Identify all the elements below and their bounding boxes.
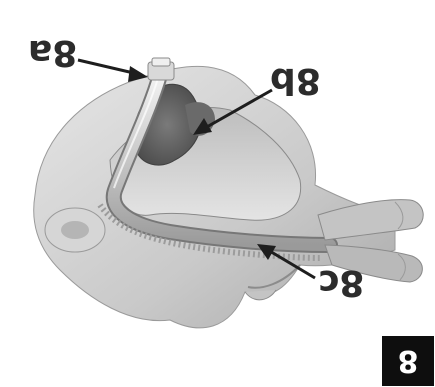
callout-label-8a: 8a: [28, 34, 77, 70]
callout-label-8c: 8c: [318, 264, 364, 300]
figure-number: 8: [382, 336, 434, 386]
arrow-8a: [78, 60, 148, 82]
callout-label-8b: 8b: [270, 62, 321, 98]
figure-number-badge: 8: [382, 336, 434, 386]
